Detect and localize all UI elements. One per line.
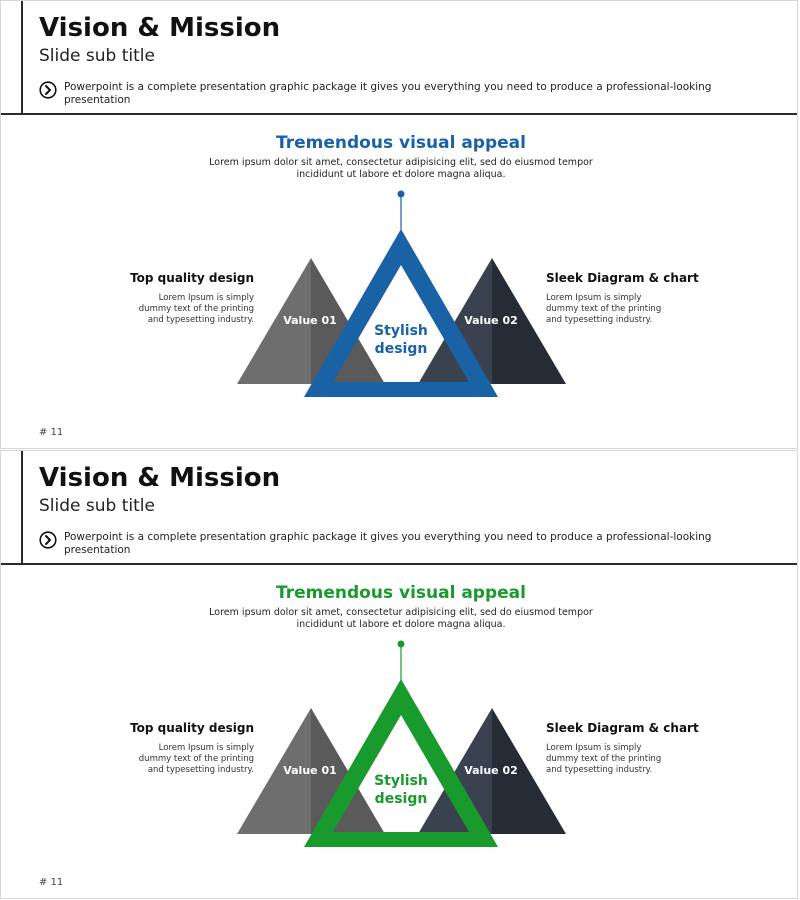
right-triangle-dark-half [492, 258, 566, 384]
right-triangle-dark-half [492, 708, 566, 834]
right-block-title: Sleek Diagram & chart [546, 721, 699, 735]
slide: Vision & Mission Slide sub title Powerpo… [0, 450, 798, 899]
center-triangle-outline [304, 229, 498, 397]
diagram-heading-text: Lorem ipsum dolor sit amet, consectetur … [209, 157, 593, 180]
slide-subtitle: Slide sub title [39, 496, 155, 516]
value-01-label: Value 01 [283, 314, 337, 327]
left-block-title: Top quality design [130, 721, 254, 735]
left-block-title: Top quality design [130, 271, 254, 285]
slide-description: Powerpoint is a complete presentation gr… [64, 531, 712, 556]
right-block-title: Sleek Diagram & chart [546, 271, 699, 285]
center-label: Stylish design [374, 323, 428, 357]
triangle-diagram [237, 640, 566, 847]
slide-description: Powerpoint is a complete presentation gr… [64, 81, 712, 106]
connector-dot [397, 640, 405, 648]
right-triangle-light-half [418, 708, 492, 834]
page-number: # 11 [39, 427, 64, 438]
center-label: Stylish design [374, 773, 428, 807]
slide-subtitle: Slide sub title [39, 46, 155, 66]
slide-title: Vision & Mission [39, 463, 281, 493]
diagram-heading: Tremendous visual appeal [276, 133, 526, 153]
connector-dot [397, 190, 405, 198]
diagram-heading-text: Lorem ipsum dolor sit amet, consectetur … [209, 607, 593, 630]
value-02-label: Value 02 [464, 764, 518, 777]
left-triangle-light-half [237, 258, 311, 384]
right-block-text: Lorem Ipsum is simply dummy text of the … [546, 743, 662, 775]
right-triangle-light-half [418, 258, 492, 384]
center-triangle-outline [304, 679, 498, 847]
slide-title: Vision & Mission [39, 13, 281, 43]
diagram-heading: Tremendous visual appeal [276, 583, 526, 603]
circle-arrow-right-icon [39, 81, 57, 99]
header-divider [1, 563, 797, 565]
header-divider [1, 113, 797, 115]
title-accent-bar [21, 451, 23, 564]
title-accent-bar [21, 1, 23, 114]
left-block-text: Lorem Ipsum is simply dummy text of the … [138, 293, 254, 325]
left-triangle-light-half [237, 708, 311, 834]
value-01-label: Value 01 [283, 764, 337, 777]
triangle-diagram [237, 190, 566, 397]
page-number: # 11 [39, 877, 64, 888]
slide: Vision & Mission Slide sub title Powerpo… [0, 0, 798, 449]
circle-arrow-right-icon [39, 531, 57, 549]
right-block-text: Lorem Ipsum is simply dummy text of the … [546, 293, 662, 325]
left-block-text: Lorem Ipsum is simply dummy text of the … [138, 743, 254, 775]
value-02-label: Value 02 [464, 314, 518, 327]
